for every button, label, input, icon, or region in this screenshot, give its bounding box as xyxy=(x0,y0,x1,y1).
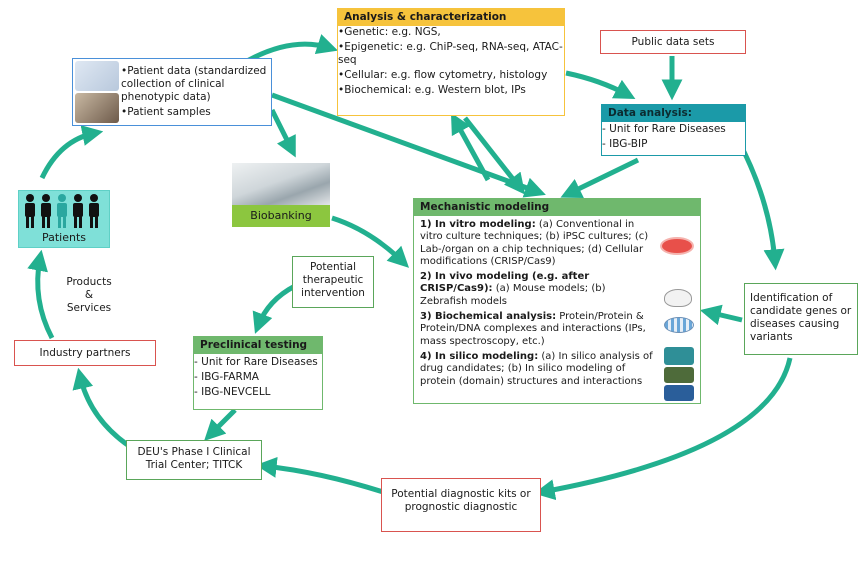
diagnostic-label: Potential diagnostic kits or prognostic … xyxy=(391,488,531,513)
arrow-identification-to-mechanistic xyxy=(699,304,743,326)
mechanistic-item-text: Protein/Protein & Protein/DNA complexes … xyxy=(420,311,646,347)
data-analysis-list: Unit for Rare Diseases IBG-BIP xyxy=(602,122,745,151)
public-data-box: Public data sets xyxy=(600,30,746,54)
mechanistic-content: 1) In vitro modeling: (a) Conventional i… xyxy=(414,216,700,394)
arrow-data-analysis-to-identification xyxy=(735,138,785,271)
biobank-photo xyxy=(232,163,330,205)
arrow-patient-data-to-biobanking xyxy=(269,108,296,158)
public-data-label: Public data sets xyxy=(631,36,715,48)
data-analysis-title: Data analysis: xyxy=(602,105,745,122)
therapeutic-box: Potential therapeutic intervention xyxy=(292,256,374,308)
mechanistic-item-head: 2) In vivo modeling (e.g. after CRISP/Ca… xyxy=(420,271,590,295)
preclinical-title: Preclinical testing xyxy=(194,337,322,354)
sample-tubes-image xyxy=(75,93,119,123)
patient-data-item: Patient data (standardized collection of… xyxy=(121,65,269,104)
industry-label: Industry partners xyxy=(39,347,131,359)
analysis-item: Cellular: e.g. flow cytometry, histology xyxy=(338,69,564,82)
deu-label: DEU's Phase I Clinical Trial Center; TIT… xyxy=(137,446,251,471)
data-analysis-item: IBG-BIP xyxy=(602,138,745,151)
data-analysis-item: Unit for Rare Diseases xyxy=(602,123,745,136)
biobanking-label: Biobanking xyxy=(250,209,312,222)
mechanistic-item-text: (a) In silico analysis of drug candidate… xyxy=(420,350,653,387)
arrow-patients-to-patient-data xyxy=(39,125,104,180)
zebrafish-icon xyxy=(664,317,694,333)
data-analysis-box: Data analysis: Unit for Rare Diseases IB… xyxy=(601,104,746,156)
preclinical-item: IBG-FARMA xyxy=(194,371,322,384)
people-icon xyxy=(25,194,99,228)
analysis-item: Genetic: e.g. NGS, xyxy=(338,26,564,39)
therapeutic-label: Potential therapeutic intervention xyxy=(301,261,365,299)
docking-image xyxy=(664,385,694,401)
preclinical-box: Preclinical testing Unit for Rare Diseas… xyxy=(193,336,323,410)
protein-structure-image xyxy=(664,347,694,365)
arrow-mechanistic-to-analysis xyxy=(450,112,491,182)
patient-data-box: Patient data (standardized collection of… xyxy=(72,58,272,126)
analysis-title: Analysis & characterization xyxy=(338,9,564,26)
mechanistic-item-head: 1) In vitro modeling: xyxy=(420,219,536,230)
mechanistic-item-text: (a) Mouse models; (b) Zebrafish models xyxy=(420,283,606,307)
mechanistic-box: Mechanistic modeling 1) In vitro modelin… xyxy=(413,198,701,404)
identification-label: Identification of candidate genes or dis… xyxy=(750,292,852,343)
arrow-analysis-to-mechanistic xyxy=(463,116,526,195)
arrow-patient-data-to-mechanistic xyxy=(271,92,546,198)
preclinical-item: IBG-NEVCELL xyxy=(194,386,322,399)
patient-data-item: Patient samples xyxy=(121,106,269,119)
products-services-label: Products & Services xyxy=(66,276,112,314)
patients-label: Patients xyxy=(41,231,87,244)
analysis-list: Genetic: e.g. NGS, Epigenetic: e.g. ChiP… xyxy=(338,26,564,97)
mechanistic-item-head: 3) Biochemical analysis: xyxy=(420,311,557,323)
arrow-analysis-to-data-analysis xyxy=(565,70,636,99)
mechanistic-title: Mechanistic modeling xyxy=(414,199,700,216)
mechanistic-item-in-vitro: 1) In vitro modeling: (a) Conventional i… xyxy=(420,219,654,268)
patients-box: Patients xyxy=(18,190,110,248)
mechanistic-item-head: 4) In silico modeling: xyxy=(420,350,539,362)
analysis-item: Biochemical: e.g. Western blot, IPs xyxy=(338,84,564,97)
arrow-therapeutic-to-preclinical xyxy=(252,283,297,334)
arrow-biobanking-to-mechanistic xyxy=(331,215,410,268)
identification-box: Identification of candidate genes or dis… xyxy=(744,283,858,355)
mouse-icon xyxy=(664,289,692,307)
arrow-preclinical-to-deu xyxy=(204,408,237,441)
mechanistic-item-text: (a) Conventional in vitro culture techni… xyxy=(420,219,649,267)
analysis-item: Epigenetic: e.g. ChiP-seq, RNA-seq, ATAC… xyxy=(338,41,564,67)
mechanistic-item-in-vivo: 2) In vivo modeling (e.g. after CRISP/Ca… xyxy=(420,271,654,308)
diagnostic-box: Potential diagnostic kits or prognostic … xyxy=(381,478,541,532)
patient-data-list: Patient data (standardized collection of… xyxy=(121,65,269,121)
mechanistic-item-in-silico: 4) In silico modeling: (a) In silico ana… xyxy=(420,351,654,388)
preclinical-item: Unit for Rare Diseases xyxy=(194,356,322,369)
analysis-box: Analysis & characterization Genetic: e.g… xyxy=(337,8,565,116)
preclinical-list: Unit for Rare Diseases IBG-FARMA IBG-NEV… xyxy=(194,354,322,399)
deu-box: DEU's Phase I Clinical Trial Center; TIT… xyxy=(126,440,262,480)
arrow-deu-to-industry xyxy=(72,367,134,451)
petri-dish-icon xyxy=(660,237,694,255)
mechanistic-item-biochemical: 3) Biochemical analysis: Protein/Protein… xyxy=(420,311,654,348)
arrow-industry-to-patients xyxy=(27,249,55,340)
arrow-diagnostic-to-deu xyxy=(255,456,384,495)
biobanking-box: Biobanking xyxy=(232,163,330,227)
sample-plates-image xyxy=(75,61,119,91)
arrow-identification-to-diagnostic xyxy=(533,357,793,501)
arrow-data-analysis-to-mechanistic xyxy=(560,157,640,198)
molecule-image xyxy=(664,367,694,383)
industry-box: Industry partners xyxy=(14,340,156,366)
